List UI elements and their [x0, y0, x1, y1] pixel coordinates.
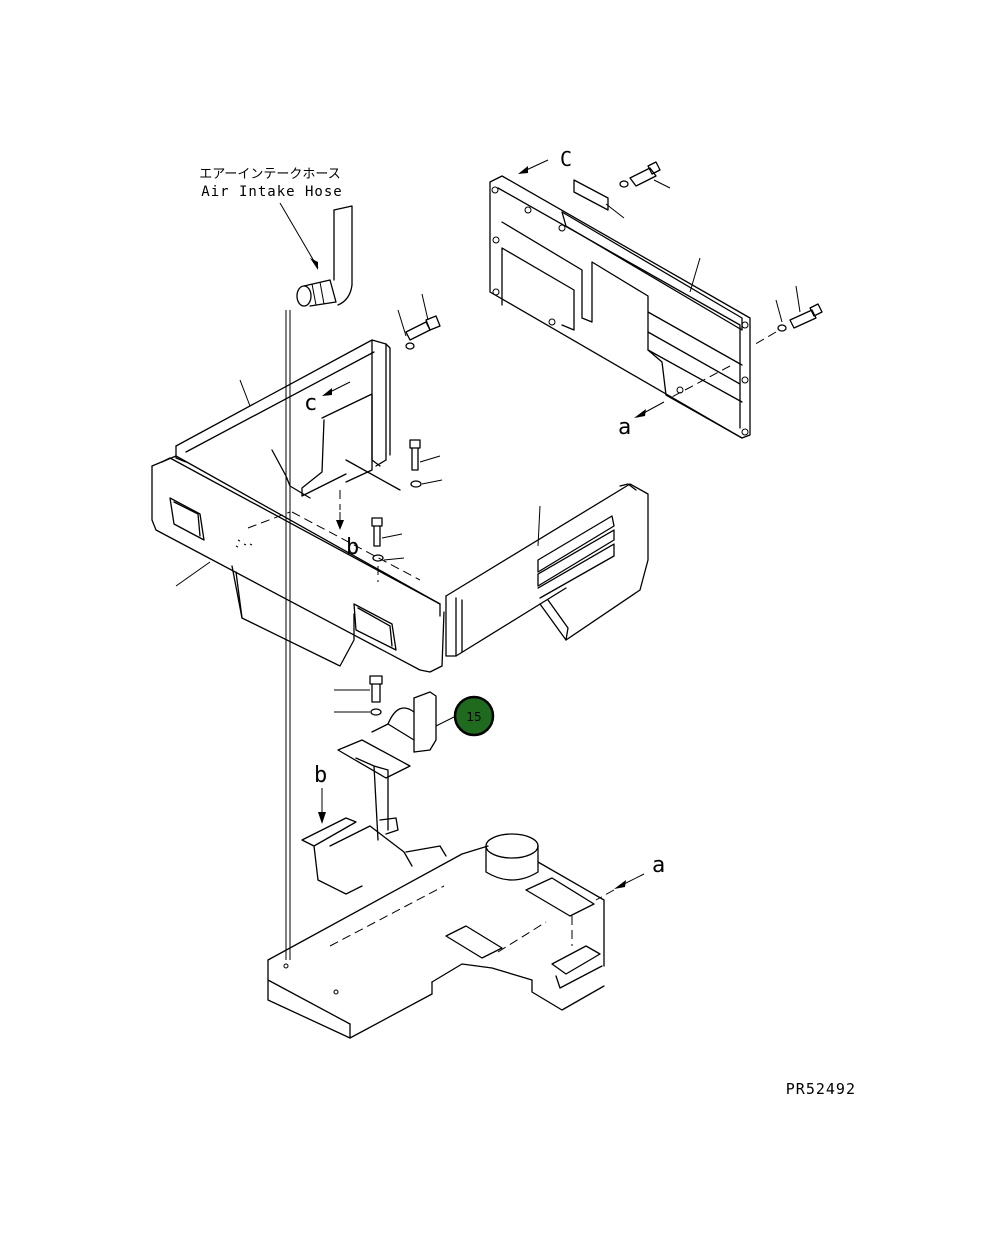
svg-text:a: a — [652, 853, 665, 878]
front-frame — [151, 339, 445, 673]
ref-arrow-b-lower: b — [314, 763, 327, 824]
bolt-frame-lower — [371, 517, 405, 582]
bracket-part-15 — [371, 691, 437, 753]
side-grille — [445, 483, 649, 657]
bolt-bracket — [334, 675, 383, 716]
bolt-upper-panel — [619, 161, 671, 189]
callout-15[interactable]: 15 — [453, 695, 495, 737]
svg-text:b: b — [314, 763, 327, 788]
callout-15-number[interactable]: 15 — [466, 710, 481, 724]
svg-text:c: c — [304, 391, 317, 416]
hose-label-japanese: エアーインテークホース — [199, 167, 341, 182]
ref-arrow-a-lower: a — [595, 853, 665, 901]
ref-arrow-a-panel: a — [618, 365, 731, 440]
air-intake-hose — [285, 205, 353, 960]
lower-base — [267, 739, 605, 1039]
bolt-frame-upper — [397, 293, 441, 350]
panel-bracket — [573, 179, 625, 219]
drawing-number: PR52492 — [786, 1080, 856, 1098]
callout-15-leader — [435, 715, 457, 727]
panel-leader — [689, 257, 701, 293]
hose-label-english: Air Intake Hose — [201, 184, 342, 200]
svg-text:a: a — [618, 415, 631, 440]
bolt-right-panel — [751, 285, 823, 347]
ref-arrow-c-top: C — [518, 147, 572, 174]
callout-15-circle[interactable] — [453, 695, 495, 737]
bolt-frame-middle — [409, 439, 443, 488]
hose-leader-arrow — [279, 202, 319, 270]
svg-text:C: C — [560, 147, 572, 171]
svg-text:b: b — [346, 535, 359, 560]
ref-arrow-c-frame: c — [304, 381, 351, 416]
ref-arrow-b-frame: b — [336, 490, 359, 560]
